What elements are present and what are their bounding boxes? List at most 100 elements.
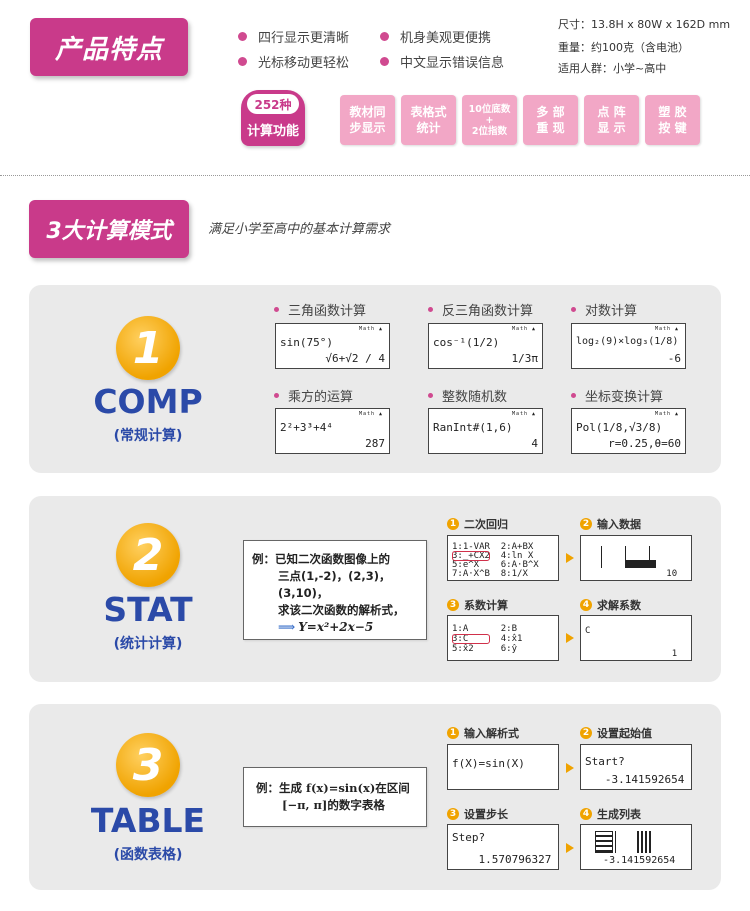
step-number: 1 bbox=[447, 727, 459, 739]
table-example-box: 例：生成 f(x)=sin(x)在区间 [−π, π]的数字表格 bbox=[243, 767, 427, 827]
feature-item: 光标移动更轻松 bbox=[238, 52, 349, 71]
example-line: 例：已知二次函数图像上的 bbox=[252, 551, 418, 568]
step-label: 2 设置起始值 bbox=[580, 725, 652, 741]
feature-tag: 教材同 步显示 bbox=[340, 95, 395, 145]
lcd-screen: 1:1-VAR 2:A+BX 3:_+CX2 4:ln X 5:e^X 6:A·… bbox=[447, 535, 559, 581]
mode-cn-name: (统计计算) bbox=[113, 636, 183, 652]
step-number: 3 bbox=[447, 808, 459, 820]
lcd-row: 3:C 4:x̂1 bbox=[452, 634, 523, 644]
lcd-screen: f(X)=sin(X) bbox=[447, 744, 559, 790]
mode-cn-name: (函数表格) bbox=[113, 847, 183, 863]
lcd-result: 4 bbox=[531, 437, 538, 450]
lcd-row: 3:_+CX2 4:ln X bbox=[452, 551, 534, 561]
lcd-result: 1/3π bbox=[511, 352, 539, 365]
example-text: 生成 f(x)=sin(x)在区间 bbox=[279, 781, 410, 795]
feature-label-text: 乘方的运算 bbox=[288, 390, 354, 405]
mode-cn-name: (常规计算) bbox=[113, 428, 183, 444]
spec-users: 适用人群：小学~高中 bbox=[558, 62, 667, 75]
arrow-right-icon bbox=[566, 843, 574, 853]
feature-text: 中文显示错误信息 bbox=[400, 56, 505, 71]
example-text: 已知二次函数图像上的 bbox=[275, 552, 390, 566]
modes-subtitle: 满足小学至高中的基本计算需求 bbox=[208, 222, 391, 237]
step-label: 1 输入解析式 bbox=[447, 725, 519, 741]
lcd-screen: Step? 1.570796327 bbox=[447, 824, 559, 870]
mode-name: COMP bbox=[93, 382, 203, 421]
lcd-screen: Start? -3.141592654 bbox=[580, 744, 692, 790]
lcd-screen: -3.141592654 bbox=[580, 824, 692, 870]
feature-text: 机身美观更便携 bbox=[400, 31, 492, 46]
feature-text: 四行显示更清晰 bbox=[258, 31, 350, 46]
lcd-row: f(X)=sin(X) bbox=[452, 757, 525, 770]
lcd-screen: Math ▲ 2²+3³+4⁴ 287 bbox=[275, 408, 390, 454]
section-divider bbox=[0, 175, 750, 176]
lcd-indicator: Math ▲ bbox=[654, 411, 679, 417]
mode-number-badge: 2 bbox=[116, 523, 180, 587]
feature-tag: 点 阵 显 示 bbox=[584, 95, 639, 145]
data-table-graphic bbox=[591, 542, 661, 568]
step-label-text: 二次回归 bbox=[464, 518, 508, 531]
feature-label: 乘方的运算 bbox=[274, 386, 353, 405]
bullet-icon bbox=[238, 57, 247, 66]
lcd-screen: C 1 bbox=[580, 615, 692, 661]
step-label-text: 设置起始值 bbox=[597, 727, 652, 740]
lcd-input: 2²+3³+4⁴ bbox=[280, 421, 333, 434]
lcd-indicator: Math ▲ bbox=[654, 326, 679, 332]
bullet-icon bbox=[238, 32, 247, 41]
lcd-input: Pol(1/8,√3/8) bbox=[576, 421, 663, 434]
mode-name: STAT bbox=[103, 590, 193, 629]
feature-item: 机身美观更便携 bbox=[380, 27, 491, 46]
mode-number-badge: 1 bbox=[116, 316, 180, 380]
feature-text: 光标移动更轻松 bbox=[258, 56, 350, 71]
lcd-screen: 1:A 2:B 3:C 4:x̂1 5:x̂2 6:ŷ bbox=[447, 615, 559, 661]
example-line: [−π, π]的数字表格 bbox=[282, 798, 385, 812]
arrow-icon: ⟹ bbox=[278, 620, 296, 634]
feature-item: 中文显示错误信息 bbox=[380, 52, 504, 71]
lcd-input: sin(75°) bbox=[280, 336, 333, 349]
example-line: 三点(1,-2)，(2,3)，(3,10)， bbox=[278, 569, 391, 600]
spec-size: 尺寸：13.8H x 80W x 162D mm bbox=[558, 18, 731, 31]
lcd-row: 10 bbox=[585, 569, 678, 579]
bullet-icon bbox=[380, 57, 389, 66]
lcd-indicator: Math ▲ bbox=[358, 411, 383, 417]
bullet-icon bbox=[571, 393, 576, 398]
bullet-icon bbox=[428, 307, 433, 312]
example-prefix: 例： bbox=[252, 552, 275, 566]
step-label-text: 输入解析式 bbox=[464, 727, 519, 740]
lcd-row: 1:A 2:B bbox=[452, 624, 518, 634]
lcd-result: 287 bbox=[365, 437, 385, 450]
feature-tag: 表格式 统计 bbox=[401, 95, 456, 145]
step-label-text: 生成列表 bbox=[597, 808, 641, 821]
feature-item: 四行显示更清晰 bbox=[238, 27, 349, 46]
step-number: 4 bbox=[580, 599, 592, 611]
lcd-screen: Math ▲ sin(75°) √6+√2 / 4 bbox=[275, 323, 390, 369]
lcd-row: -3.141592654 bbox=[585, 855, 676, 866]
step-number: 2 bbox=[580, 727, 592, 739]
lcd-result: √6+√2 / 4 bbox=[325, 352, 385, 365]
product-features-title: 产品特点 bbox=[30, 18, 188, 76]
arrow-right-icon bbox=[566, 553, 574, 563]
feature-tag: 多 部 重 现 bbox=[523, 95, 578, 145]
lcd-row: 5:e^X 6:A·B^X bbox=[452, 560, 539, 570]
feature-label-text: 三角函数计算 bbox=[288, 304, 367, 319]
lcd-input: RanInt#(1,6) bbox=[433, 421, 513, 434]
lcd-indicator: Math ▲ bbox=[358, 326, 383, 332]
lcd-input: log₂(9)×log₃(1/8) bbox=[576, 336, 679, 347]
lcd-row: 1.570796327 bbox=[452, 853, 552, 866]
function-count-label: 计算功能 bbox=[246, 124, 299, 139]
modes-title: 3大计算模式 bbox=[29, 200, 189, 258]
lcd-indicator: Math ▲ bbox=[511, 326, 536, 332]
lcd-row: -3.141592654 bbox=[585, 773, 685, 786]
feature-label-text: 坐标变换计算 bbox=[585, 390, 664, 405]
result-formula: Y=x²+2x−5 bbox=[298, 620, 374, 634]
bullet-icon bbox=[274, 307, 279, 312]
lcd-row: 7:A·X^B 8:1/X bbox=[452, 569, 528, 579]
step-number: 3 bbox=[447, 599, 459, 611]
lcd-screen: Math ▲Pol(1/8,√3/8)r=0.25,θ=60 bbox=[571, 408, 686, 454]
step-label-text: 输入数据 bbox=[597, 518, 641, 531]
mode-number-badge: 3 bbox=[116, 733, 180, 797]
step-label-text: 求解系数 bbox=[597, 599, 641, 612]
example-result: ⟹ Y=x²+2x−5 bbox=[252, 619, 418, 636]
lcd-input: cos⁻¹(1/2) bbox=[433, 336, 500, 349]
